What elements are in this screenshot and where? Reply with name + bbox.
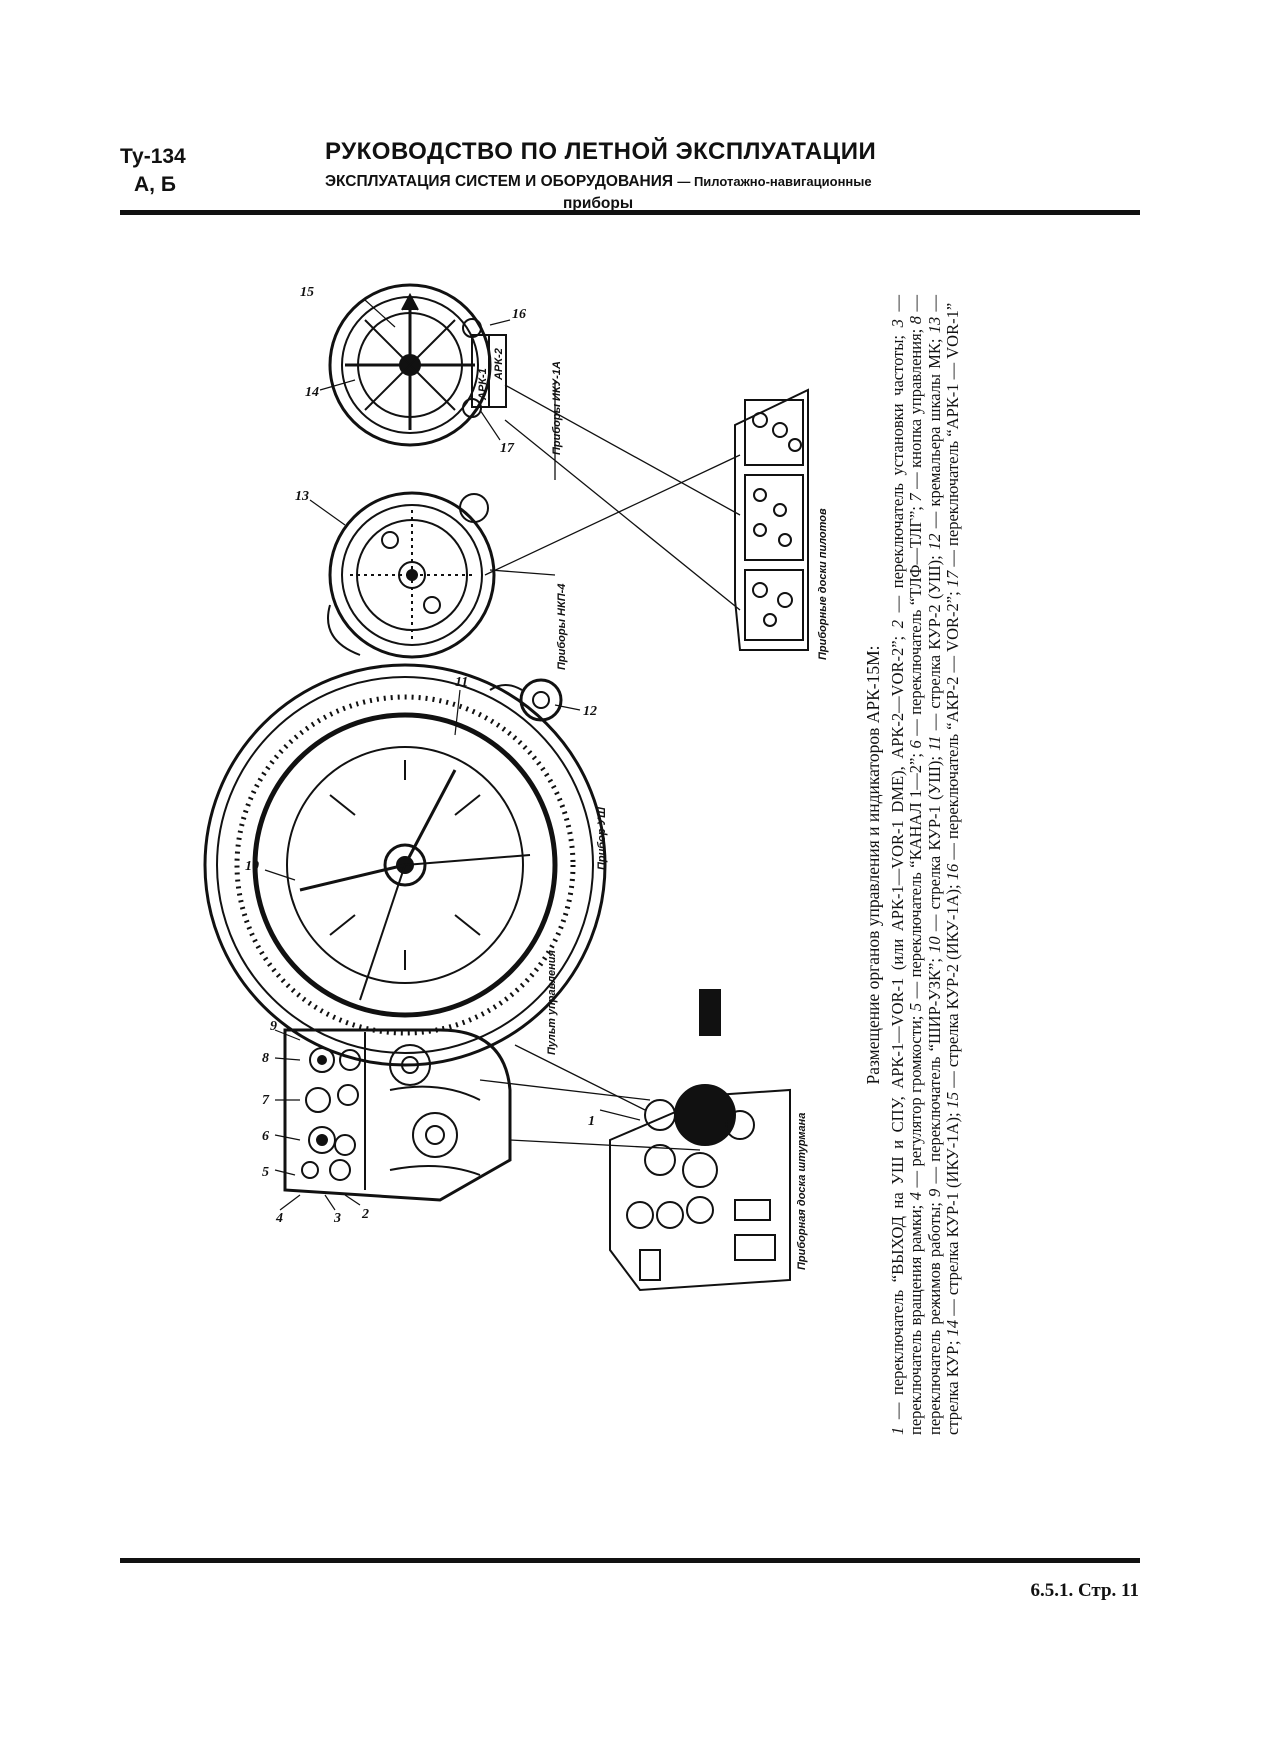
- control-panel: [283, 1028, 512, 1202]
- callout-16: 16: [512, 307, 526, 322]
- caption-item-text: — переключатель “АКР-2 — VOR-2”;: [943, 587, 963, 864]
- aircraft-model: Ту-134 А, Б: [120, 143, 186, 199]
- section-text-cont: приборы: [563, 195, 634, 212]
- iku-1a-instrument: [328, 283, 507, 447]
- caption-item-text: — переключатель “КАНАЛ 1—2”;: [906, 748, 926, 1003]
- caption-item-text: — стрелка КУР-1 (ИКУ-1А);: [943, 1108, 963, 1320]
- callout-4: 4: [275, 1211, 283, 1226]
- caption-item-number: 13: [924, 316, 944, 334]
- caption-item-number: 11: [924, 735, 944, 751]
- caption-item-text: — переключатель установки частоты;: [887, 327, 907, 620]
- model-line-2: А, Б: [134, 173, 176, 196]
- label-navigator-panel: Приборная доска штурмана: [796, 1113, 808, 1270]
- model-line-1: Ту-134: [120, 145, 186, 168]
- caption-item-number: 7: [906, 493, 926, 502]
- callout-17: 17: [500, 441, 515, 456]
- label-control-panel: Пульт управления: [546, 950, 558, 1055]
- callout-6: 6: [262, 1129, 269, 1144]
- caption-item-number: 6: [906, 740, 926, 749]
- caption-item-text: — кремальера шкалы МК;: [924, 333, 944, 534]
- footer-rule: [120, 1558, 1140, 1563]
- header-rule: [120, 210, 1140, 215]
- callout-7: 7: [262, 1093, 270, 1108]
- caption-item-text: — переключатель “ШИР-УЗК”;: [924, 952, 944, 1189]
- caption-item-text: — переключатель “АРК-1 — VOR-1”: [943, 302, 963, 571]
- caption-item-number: 2: [887, 619, 907, 629]
- caption-item-number: 10: [924, 936, 944, 953]
- caption-item-text: — стрелка КУР-2 (ИКУ-1А);: [943, 880, 963, 1092]
- figure-caption: Размещение органов управления и индикато…: [863, 295, 1074, 1435]
- callout-8: 8: [262, 1051, 269, 1066]
- caption-item-text: — стрелка КУР-1 (УШ);: [924, 750, 944, 937]
- caption-item-text: — регулятор громкости;: [906, 1011, 926, 1192]
- label-ush: Прибор УШ: [596, 807, 608, 870]
- nkp-4-instrument: [327, 491, 496, 659]
- caption-body: 1 — переключатель “ВЫХОД на УШ и СПУ, АР…: [887, 295, 963, 1435]
- section-text: — Пилотажно-навигационные: [677, 174, 872, 189]
- label-nkp-4: Приборы НКП-4: [556, 584, 568, 670]
- navigator-panel: [609, 989, 791, 1292]
- callout-3: 3: [333, 1211, 341, 1226]
- caption-item-number: 5: [906, 1002, 926, 1012]
- caption-item-number: 4: [906, 1192, 926, 1201]
- label-iku-1a: Приборы ИКУ-1А: [551, 361, 563, 455]
- caption-item-number: 3: [887, 319, 907, 328]
- caption-item-number: 15: [943, 1091, 963, 1109]
- caption-item-text: — стрелка КУР-2 (УШ);: [924, 550, 944, 736]
- leader-lines: [479, 380, 741, 1151]
- callout-2: 2: [361, 1207, 369, 1222]
- caption-item-text: — кнопка управления;: [906, 324, 926, 494]
- callout-14: 14: [305, 385, 319, 400]
- caption-item-number: 12: [924, 533, 944, 551]
- page-number: 6.5.1. Стр. 11: [1030, 1580, 1139, 1601]
- subtitle-text: ЭКСПЛУАТАЦИЯ СИСТЕМ И ОБОРУДОВАНИЯ: [325, 173, 674, 190]
- page-subtitle: ЭКСПЛУАТАЦИЯ СИСТЕМ И ОБОРУДОВАНИЯ — Пил…: [325, 173, 872, 191]
- callout-10: 10: [245, 859, 259, 874]
- callout-5: 5: [262, 1165, 269, 1180]
- caption-item-number: 14: [943, 1319, 963, 1337]
- label-ark1: АРК-1: [477, 368, 489, 401]
- callout-13: 13: [295, 489, 309, 504]
- caption-item-text: — переключатель “ТЛФ—ТЛГ”;: [906, 501, 926, 741]
- pilots-panel: [734, 388, 809, 651]
- callout-1: 1: [588, 1114, 595, 1129]
- caption-item-number: 1: [887, 1426, 907, 1435]
- caption-item-number: 16: [943, 863, 963, 881]
- callout-11: 11: [455, 675, 468, 690]
- callout-leaders: [264, 299, 641, 1211]
- page-title: РУКОВОДСТВО ПО ЛЕТНОЙ ЭКСПЛУАТАЦИИ: [325, 138, 877, 165]
- caption-title: Размещение органов управления и индикато…: [863, 645, 883, 1085]
- caption-item-number: 9: [924, 1188, 944, 1197]
- caption-item-number: 8: [906, 316, 926, 325]
- callout-9: 9: [270, 1019, 277, 1034]
- label-ark2: АРК-2: [493, 348, 505, 381]
- caption-item-number: 17: [943, 570, 963, 588]
- label-pilots-panel: Приборные доски пилотов: [817, 508, 829, 660]
- ush-instrument: [203, 663, 607, 1067]
- callout-12: 12: [583, 704, 597, 719]
- callout-15: 15: [300, 285, 314, 300]
- caption-item-text: — переключатель “ВЫХОД на УШ и СПУ, АРК-…: [887, 628, 907, 1427]
